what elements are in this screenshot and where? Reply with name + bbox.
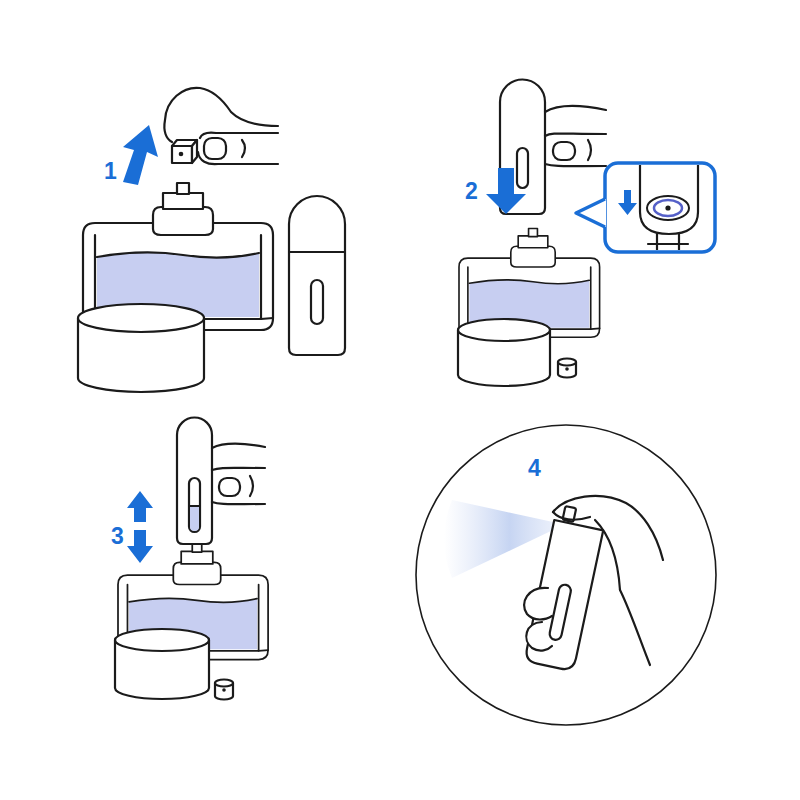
- step-number: 3: [111, 523, 124, 549]
- step-arrow: [123, 125, 158, 185]
- hand-holding-atomizer: [212, 444, 265, 504]
- nozzle-cap: [215, 680, 233, 700]
- spray-mist: [444, 500, 553, 578]
- step-number: 1: [104, 158, 117, 184]
- hand-holding-atomizer: [545, 106, 606, 166]
- hand-spraying: [524, 496, 663, 665]
- atomizer-spraying: [524, 504, 606, 671]
- atomizer: [177, 418, 212, 545]
- hand-removing-nozzle: [164, 88, 278, 164]
- detail-callout: [576, 150, 715, 252]
- step-number: 2: [465, 178, 478, 204]
- step-arrow: [486, 168, 526, 214]
- circle-outline: [416, 425, 716, 725]
- bottle-cap: [78, 304, 204, 392]
- step-circle: 4: [414, 423, 718, 727]
- nozzle-cap: [558, 359, 576, 378]
- circle-outline: [414, 423, 718, 727]
- bottle-cap: [115, 629, 209, 699]
- step-number: 4: [528, 455, 541, 481]
- pump-arrows: [127, 491, 153, 563]
- bottle-cap: [458, 319, 550, 386]
- atomizer: [289, 196, 345, 355]
